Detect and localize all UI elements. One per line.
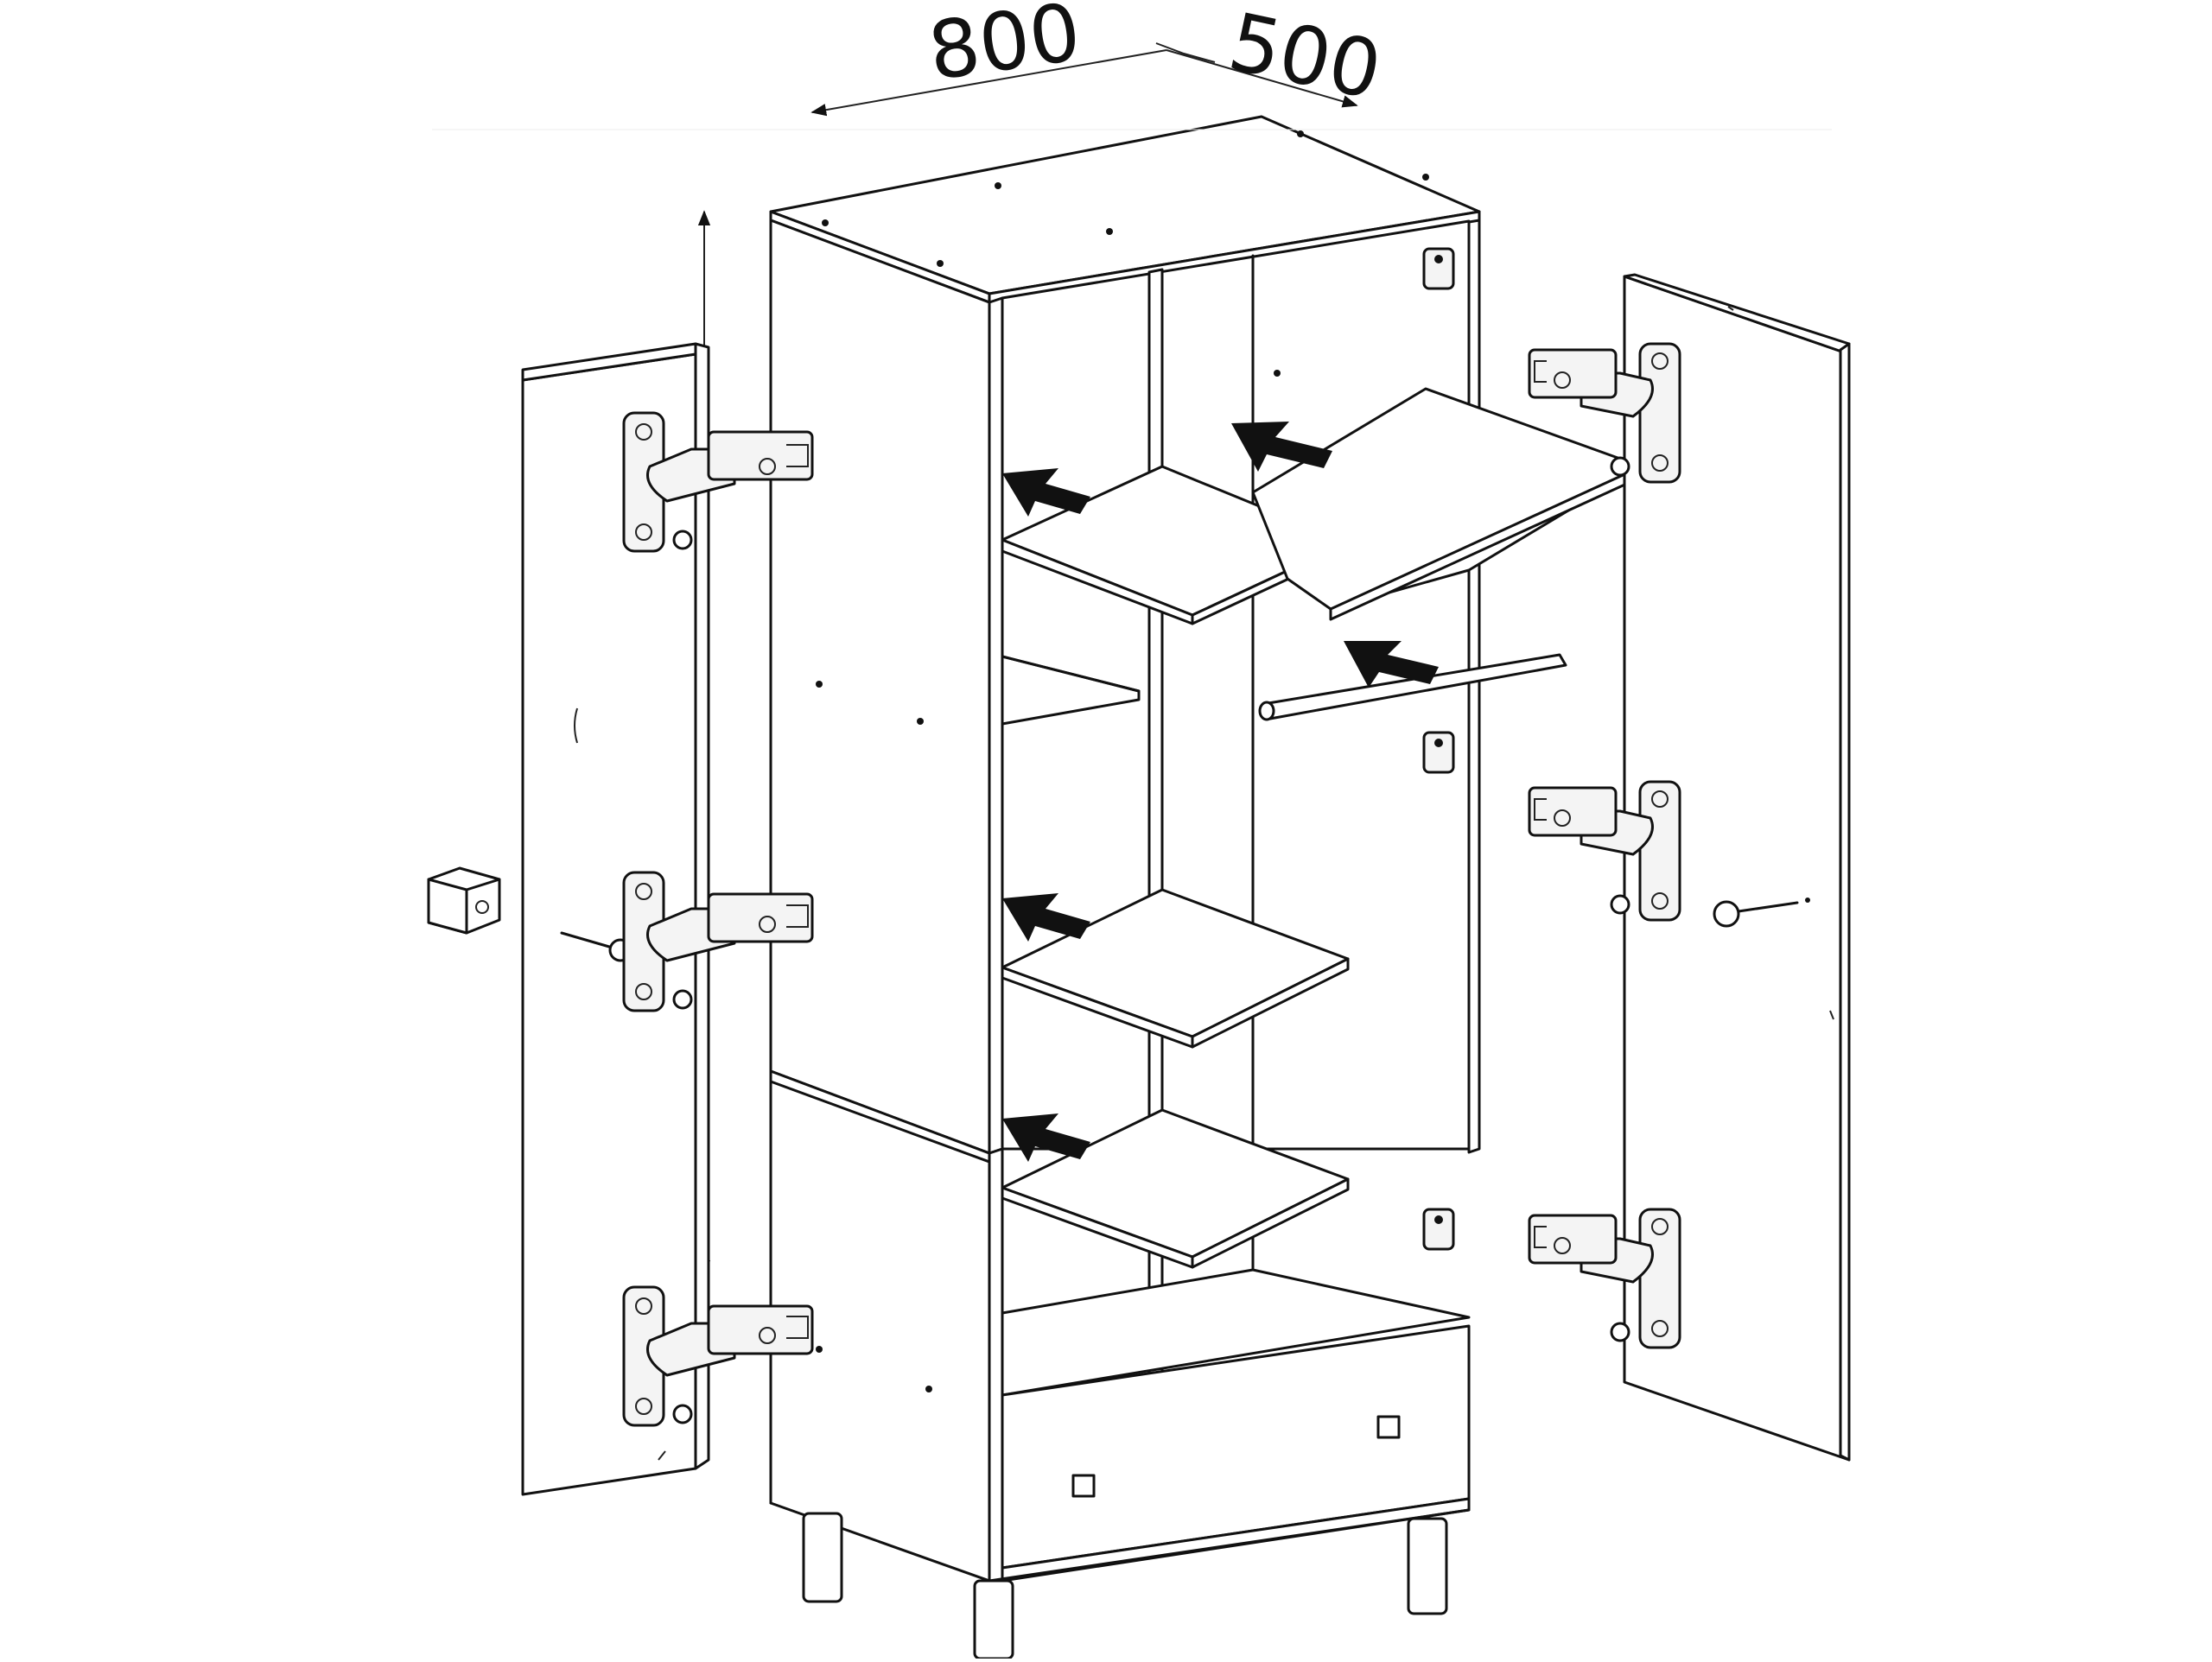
knob-screw-right bbox=[1713, 898, 1810, 928]
left-side-panel bbox=[769, 219, 991, 1155]
hinge-right-middle bbox=[1528, 780, 1681, 922]
right-door[interactable] bbox=[1623, 273, 1851, 1462]
arrow-shelf-middle bbox=[1002, 893, 1090, 942]
shelf-upper-right[interactable] bbox=[1251, 387, 1643, 621]
hanging-rail[interactable] bbox=[1258, 653, 1567, 721]
hinge-left-middle bbox=[622, 871, 814, 1012]
inner-hinge-plate-bottom bbox=[1422, 1208, 1455, 1251]
leg-front bbox=[973, 1579, 1014, 1660]
cabinet-body bbox=[769, 115, 1481, 1660]
left-door[interactable] bbox=[521, 342, 710, 1496]
hinge-left-bottom bbox=[622, 1285, 814, 1427]
depth-label: 500 bbox=[1221, 0, 1389, 117]
leg-rear-right bbox=[1407, 1517, 1448, 1615]
inner-hinge-plate-middle bbox=[1422, 731, 1455, 774]
depth-dimension: 500 bbox=[1155, 0, 1389, 117]
hinge-left-top bbox=[622, 411, 814, 553]
arrow-shelf-lower bbox=[1002, 1113, 1090, 1162]
leg-rear-left bbox=[802, 1512, 843, 1603]
width-dimension: 800 bbox=[810, 0, 1167, 117]
arrow-rail bbox=[1344, 641, 1439, 688]
shelf-lower[interactable] bbox=[1001, 1108, 1350, 1269]
arrow-shelf-upper-right bbox=[1231, 422, 1332, 472]
drawer-knob-left[interactable] bbox=[1071, 1474, 1096, 1498]
hinge-right-bottom bbox=[1528, 1208, 1681, 1349]
inner-hinge-plate-top bbox=[1422, 247, 1455, 290]
left-door-knob[interactable] bbox=[427, 866, 501, 935]
shelf-middle[interactable] bbox=[1001, 888, 1350, 1049]
shelf-small-left bbox=[1001, 655, 1141, 726]
drawer-knob-right[interactable] bbox=[1376, 1415, 1401, 1439]
arrow-shelf-upper-left bbox=[1002, 468, 1090, 517]
width-label: 800 bbox=[923, 0, 1086, 98]
hinge-right-top bbox=[1528, 342, 1681, 484]
